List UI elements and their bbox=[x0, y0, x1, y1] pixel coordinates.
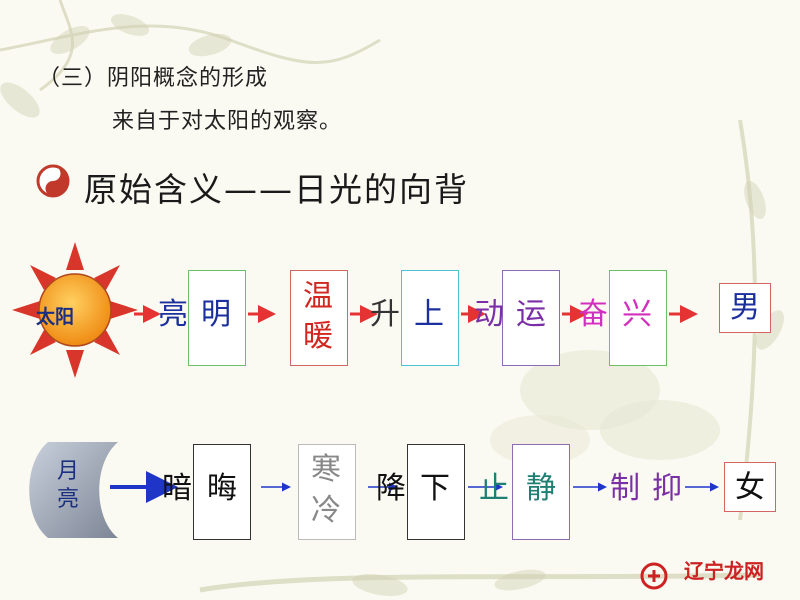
sun-box-excite bbox=[609, 270, 667, 366]
sun-char-liang: 亮 bbox=[158, 297, 188, 332]
sun-char-shang: 上 bbox=[414, 297, 444, 332]
sun-box-bright bbox=[188, 270, 246, 366]
moon-label: 月 亮 bbox=[48, 458, 88, 513]
moon-char-an: 暗 bbox=[162, 471, 192, 506]
sun-char-fen: 奋 bbox=[578, 297, 608, 332]
moon-char-zhi: 止 bbox=[479, 471, 509, 506]
moon-char-nv: 女 bbox=[735, 470, 765, 505]
moon-char-jing: 静 bbox=[526, 471, 556, 506]
subtitle-heading: （三）阴阳概念的形成 bbox=[38, 66, 269, 91]
moon-char-hui: 晦 bbox=[207, 471, 237, 506]
moon-box-fall bbox=[407, 444, 465, 540]
sun-char-nuan: 暖 bbox=[303, 319, 333, 354]
sun-box-move bbox=[502, 270, 560, 366]
subtitle-caption: 来自于对太阳的观察。 bbox=[112, 109, 343, 134]
sun-box-male bbox=[719, 283, 771, 333]
moon-box-female bbox=[724, 462, 776, 512]
moon-char-leng: 冷 bbox=[311, 493, 341, 528]
moon-char-zhi2: 制 bbox=[610, 471, 640, 506]
moon-char-xia: 下 bbox=[420, 471, 450, 506]
watermark-logo-icon bbox=[640, 562, 668, 590]
sun-char-dong: 动 bbox=[474, 297, 504, 332]
sun-char-ming: 明 bbox=[201, 297, 231, 332]
sun-box-warm bbox=[290, 270, 348, 366]
sun-box-rise bbox=[401, 270, 459, 366]
sun-label: 太阳 bbox=[36, 306, 75, 328]
yinyang-icon bbox=[36, 164, 70, 198]
main-title: 原始含义——日光的向背 bbox=[84, 170, 469, 209]
moon-box-dark bbox=[193, 444, 251, 540]
sun-char-yun: 运 bbox=[516, 297, 546, 332]
moon-char-yi: 抑 bbox=[652, 471, 682, 506]
sun-char-sheng: 升 bbox=[370, 297, 400, 332]
sun-char-xing: 兴 bbox=[622, 297, 652, 332]
crescent-moon-icon bbox=[29, 442, 118, 538]
sun-char-nan: 男 bbox=[730, 290, 760, 325]
sun-icon bbox=[12, 242, 138, 378]
moon-box-still bbox=[512, 444, 570, 540]
moon-box-cold bbox=[298, 444, 356, 540]
watermark-text: 辽宁龙网 bbox=[684, 559, 764, 583]
moon-char-han: 寒 bbox=[311, 452, 341, 487]
sun-char-wen: 温 bbox=[303, 279, 333, 314]
moon-label-bottom: 亮 bbox=[56, 486, 79, 512]
moon-label-top: 月 bbox=[56, 459, 79, 484]
moon-char-jiang: 降 bbox=[376, 471, 406, 506]
